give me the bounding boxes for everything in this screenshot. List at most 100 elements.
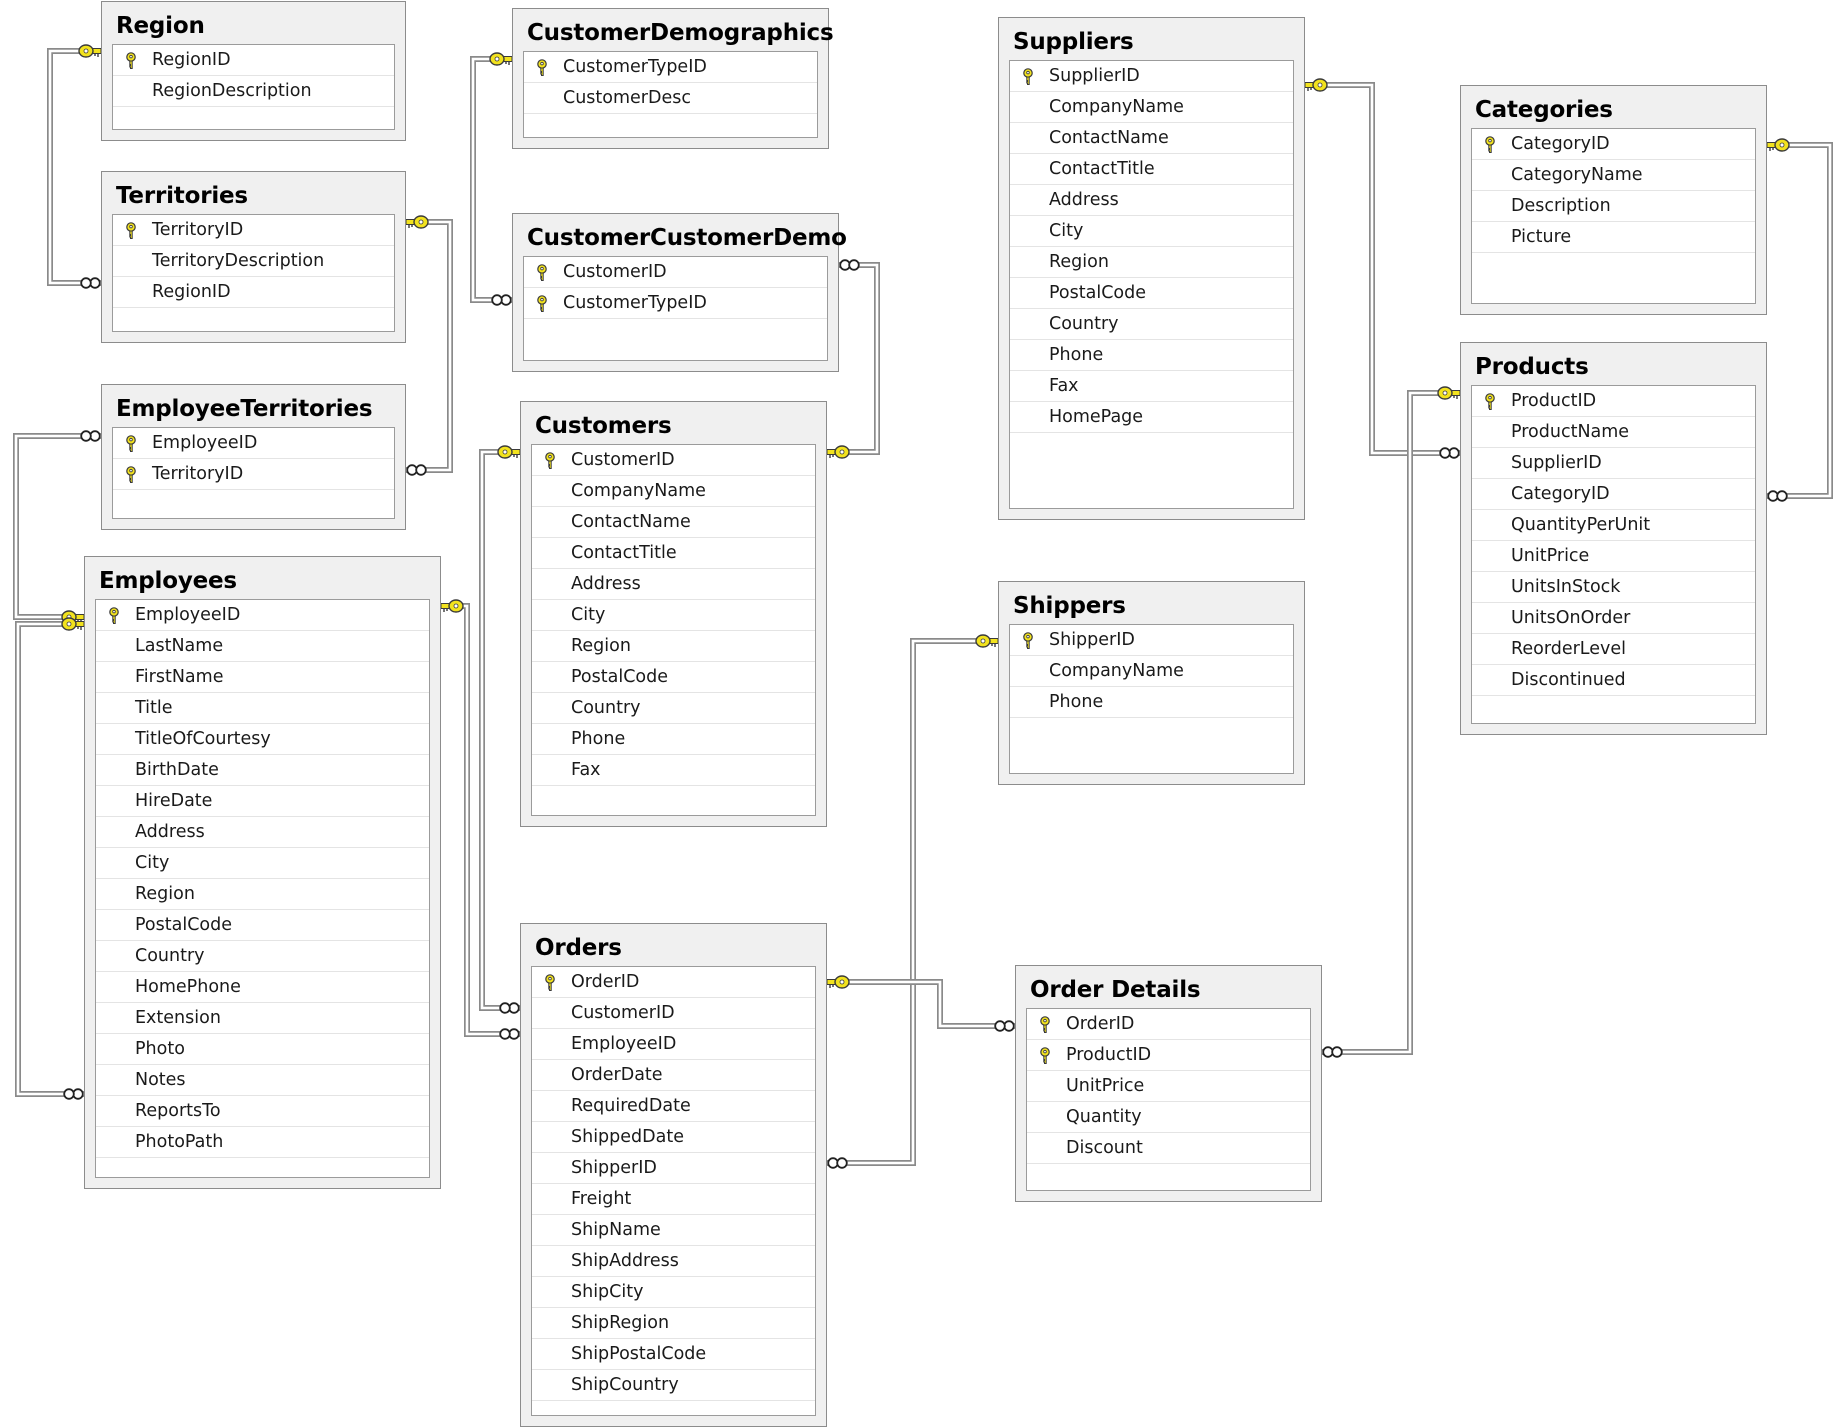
column-row[interactable]: OrderID xyxy=(1027,1009,1310,1040)
column-row[interactable]: Country xyxy=(532,693,815,724)
column-row[interactable]: UnitPrice xyxy=(1027,1071,1310,1102)
column-row[interactable]: EmployeeID xyxy=(96,600,429,631)
column-row[interactable]: HomePage xyxy=(1010,402,1293,433)
column-row[interactable]: OrderDate xyxy=(532,1060,815,1091)
column-row[interactable]: ShipCity xyxy=(532,1277,815,1308)
column-row[interactable]: CategoryID xyxy=(1472,479,1755,510)
column-row[interactable]: ReportsTo xyxy=(96,1096,429,1127)
column-row[interactable]: Discount xyxy=(1027,1133,1310,1164)
column-row[interactable]: PostalCode xyxy=(532,662,815,693)
column-row[interactable]: CompanyName xyxy=(532,476,815,507)
column-row[interactable]: ShipAddress xyxy=(532,1246,815,1277)
column-row[interactable]: ShipName xyxy=(532,1215,815,1246)
column-row[interactable]: Region xyxy=(96,879,429,910)
column-row[interactable]: Country xyxy=(96,941,429,972)
column-row[interactable]: RegionDescription xyxy=(113,76,394,107)
column-row[interactable]: Picture xyxy=(1472,222,1755,253)
column-row[interactable]: EmployeeID xyxy=(532,1029,815,1060)
column-row[interactable]: Phone xyxy=(1010,340,1293,371)
column-row[interactable]: Quantity xyxy=(1027,1102,1310,1133)
column-row[interactable]: ShipRegion xyxy=(532,1308,815,1339)
column-row[interactable]: CustomerTypeID xyxy=(524,288,827,319)
column-row[interactable]: ShipCountry xyxy=(532,1370,815,1401)
column-row[interactable]: FirstName xyxy=(96,662,429,693)
column-row[interactable]: EmployeeID xyxy=(113,428,394,459)
column-row[interactable]: ReorderLevel xyxy=(1472,634,1755,665)
column-row[interactable]: City xyxy=(532,600,815,631)
column-row[interactable]: HireDate xyxy=(96,786,429,817)
column-row[interactable]: Phone xyxy=(532,724,815,755)
column-row[interactable]: Region xyxy=(1010,247,1293,278)
column-row[interactable]: PostalCode xyxy=(96,910,429,941)
column-row[interactable]: SupplierID xyxy=(1010,61,1293,92)
column-row[interactable]: BirthDate xyxy=(96,755,429,786)
column-row[interactable]: ShippedDate xyxy=(532,1122,815,1153)
column-row[interactable]: CustomerDesc xyxy=(524,83,817,114)
column-row[interactable]: QuantityPerUnit xyxy=(1472,510,1755,541)
column-row[interactable]: TitleOfCourtesy xyxy=(96,724,429,755)
column-row[interactable]: CompanyName xyxy=(1010,656,1293,687)
column-row[interactable]: Region xyxy=(532,631,815,662)
column-row[interactable]: CustomerTypeID xyxy=(524,52,817,83)
column-row[interactable]: ShipperID xyxy=(532,1153,815,1184)
column-row[interactable]: RequiredDate xyxy=(532,1091,815,1122)
column-row[interactable]: LastName xyxy=(96,631,429,662)
column-row[interactable]: Discontinued xyxy=(1472,665,1755,696)
column-row[interactable]: Extension xyxy=(96,1003,429,1034)
column-row[interactable]: Notes xyxy=(96,1065,429,1096)
column-row[interactable]: ShipPostalCode xyxy=(532,1339,815,1370)
column-row[interactable]: Address xyxy=(532,569,815,600)
column-row[interactable]: ProductName xyxy=(1472,417,1755,448)
column-row[interactable]: Address xyxy=(1010,185,1293,216)
column-row[interactable]: City xyxy=(96,848,429,879)
column-row[interactable]: ContactTitle xyxy=(532,538,815,569)
column-row[interactable]: RegionID xyxy=(113,45,394,76)
column-row[interactable]: Fax xyxy=(532,755,815,786)
column-row[interactable]: ContactTitle xyxy=(1010,154,1293,185)
column-row[interactable]: ContactName xyxy=(532,507,815,538)
column-row[interactable]: TerritoryID xyxy=(113,215,394,246)
column-row[interactable]: Country xyxy=(1010,309,1293,340)
column-row[interactable]: Phone xyxy=(1010,687,1293,718)
column-row[interactable]: Fax xyxy=(1010,371,1293,402)
column-row[interactable]: PhotoPath xyxy=(96,1127,429,1158)
column-row[interactable]: CustomerID xyxy=(532,998,815,1029)
column-row[interactable]: CategoryID xyxy=(1472,129,1755,160)
column-row[interactable]: OrderID xyxy=(532,967,815,998)
column-row[interactable]: HomePhone xyxy=(96,972,429,1003)
column-row[interactable]: ContactName xyxy=(1010,123,1293,154)
column-row[interactable]: RegionID xyxy=(113,277,394,308)
column-row[interactable]: Title xyxy=(96,693,429,724)
column-row[interactable]: Freight xyxy=(532,1184,815,1215)
column-row[interactable]: UnitsInStock xyxy=(1472,572,1755,603)
column-row[interactable]: TerritoryID xyxy=(113,459,394,490)
column-row[interactable]: City xyxy=(1010,216,1293,247)
column-row[interactable]: Description xyxy=(1472,191,1755,222)
column-row[interactable]: CustomerID xyxy=(524,257,827,288)
column-row[interactable]: Photo xyxy=(96,1034,429,1065)
column-row[interactable]: Address xyxy=(96,817,429,848)
column-row[interactable]: UnitsOnOrder xyxy=(1472,603,1755,634)
column-row[interactable]: CustomerID xyxy=(532,445,815,476)
column-row[interactable]: PostalCode xyxy=(1010,278,1293,309)
column-row[interactable]: CompanyName xyxy=(1010,92,1293,123)
column-row[interactable]: ShipperID xyxy=(1010,625,1293,656)
column-row[interactable]: ProductID xyxy=(1472,386,1755,417)
column-row[interactable]: SupplierID xyxy=(1472,448,1755,479)
column-row[interactable]: UnitPrice xyxy=(1472,541,1755,572)
column-row[interactable]: CategoryName xyxy=(1472,160,1755,191)
column-row[interactable]: ProductID xyxy=(1027,1040,1310,1071)
